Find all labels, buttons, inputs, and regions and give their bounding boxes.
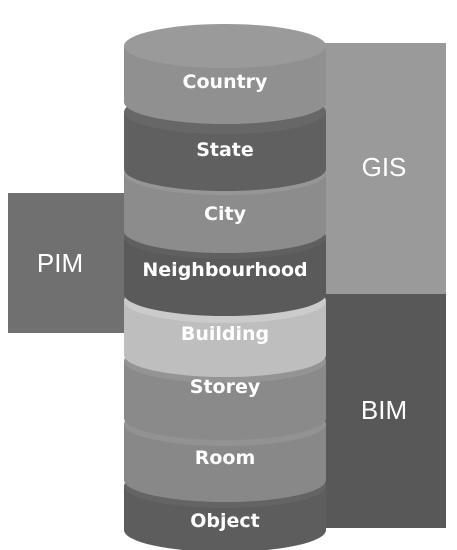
layer-label: Country — [183, 71, 269, 93]
layer-body — [124, 46, 326, 124]
gis-block — [322, 43, 446, 294]
layer-body — [124, 112, 326, 191]
layer-label: Object — [190, 510, 260, 532]
layer-label: State — [196, 139, 254, 161]
layer-top-cap — [124, 24, 326, 68]
layer-label: Building — [181, 323, 269, 345]
layer-label: Storey — [190, 376, 261, 398]
layer-body — [124, 237, 326, 316]
bim-label: BIM — [361, 395, 407, 425]
cylinder-stack: Object Room Storey Building Neighbourhood Cit… — [124, 24, 326, 550]
layer-body — [124, 361, 326, 440]
gis-label: GIS — [362, 152, 407, 182]
layer-country: Country — [124, 24, 326, 124]
bim-block — [322, 294, 446, 528]
layer-label: Neighbourhood — [142, 259, 307, 281]
layer-body — [124, 424, 326, 502]
pim-block — [8, 193, 138, 333]
layer-body — [124, 173, 326, 253]
layer-label: City — [204, 203, 247, 225]
pim-label: PIM — [37, 248, 83, 278]
layer-label: Room — [195, 447, 256, 469]
